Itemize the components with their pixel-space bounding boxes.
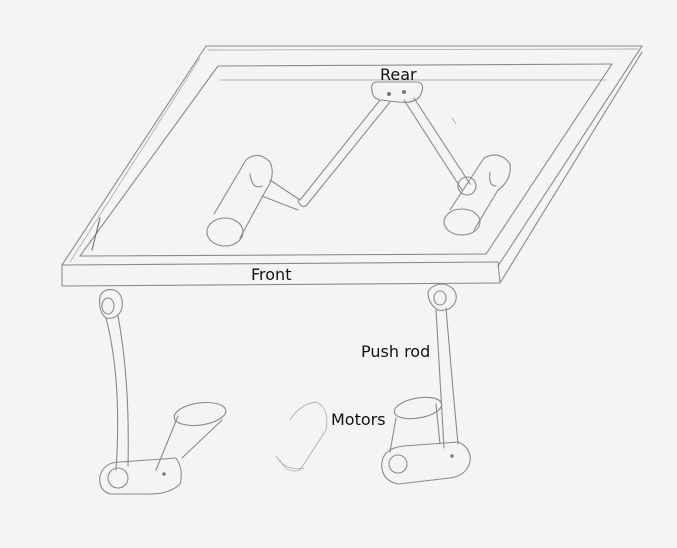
label-rear: Rear: [380, 65, 417, 84]
label-front: Front: [251, 265, 292, 284]
front-right-motor: [381, 396, 471, 485]
rear-push-rods: [297, 97, 471, 207]
front-left-motor: [99, 401, 227, 495]
rear-right-motor: [443, 154, 511, 236]
front-left-pushrod: [99, 289, 129, 471]
label-motors: Motors: [331, 410, 386, 429]
front-right-pushrod: [427, 283, 459, 449]
rear-bracket: [371, 81, 424, 103]
label-push-rod: Push rod: [361, 342, 431, 361]
rear-left-motor: [206, 154, 301, 247]
platform-frame: [61, 45, 643, 287]
eraser-marks: [275, 117, 457, 472]
